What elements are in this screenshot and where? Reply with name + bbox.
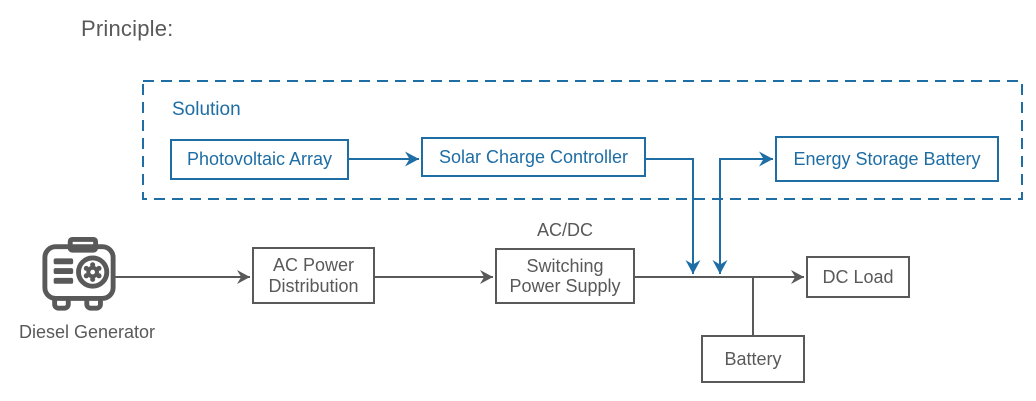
- node-label: DC Load: [822, 266, 894, 287]
- solution-dashed-border: [142, 80, 1023, 200]
- node-dc-load: DC Load: [806, 256, 910, 298]
- diesel-generator-label: Diesel Generator: [18, 322, 156, 342]
- node-label: Battery: [724, 348, 782, 369]
- node-ac-power-distribution: AC Power Distribution: [252, 247, 375, 304]
- node-label-line2: Power Supply: [509, 276, 621, 296]
- node-battery: Battery: [701, 335, 805, 383]
- node-label: Solar Charge Controller: [438, 146, 629, 167]
- page-title: Principle:: [81, 16, 174, 41]
- node-label-line1: Switching: [526, 255, 604, 276]
- solution-label: Solution: [172, 99, 241, 120]
- node-switching-power-supply: Switching Power Supply: [495, 248, 635, 304]
- diesel-generator-icon: [42, 236, 116, 311]
- generator-gear-glyph: [83, 262, 102, 282]
- node-label-line2: Distribution: [268, 275, 359, 296]
- acdc-label: AC/DC: [536, 220, 593, 240]
- connector-controller-to-bus: [646, 158, 701, 274]
- node-label-line1: AC Power: [272, 255, 355, 276]
- node-label: Energy Storage Battery: [793, 148, 981, 169]
- node-energy-storage-battery: Energy Storage Battery: [775, 136, 999, 182]
- node-label: Photovoltaic Array: [186, 149, 333, 170]
- node-photovoltaic-array: Photovoltaic Array: [170, 139, 349, 180]
- node-solar-charge-controller: Solar Charge Controller: [421, 137, 646, 177]
